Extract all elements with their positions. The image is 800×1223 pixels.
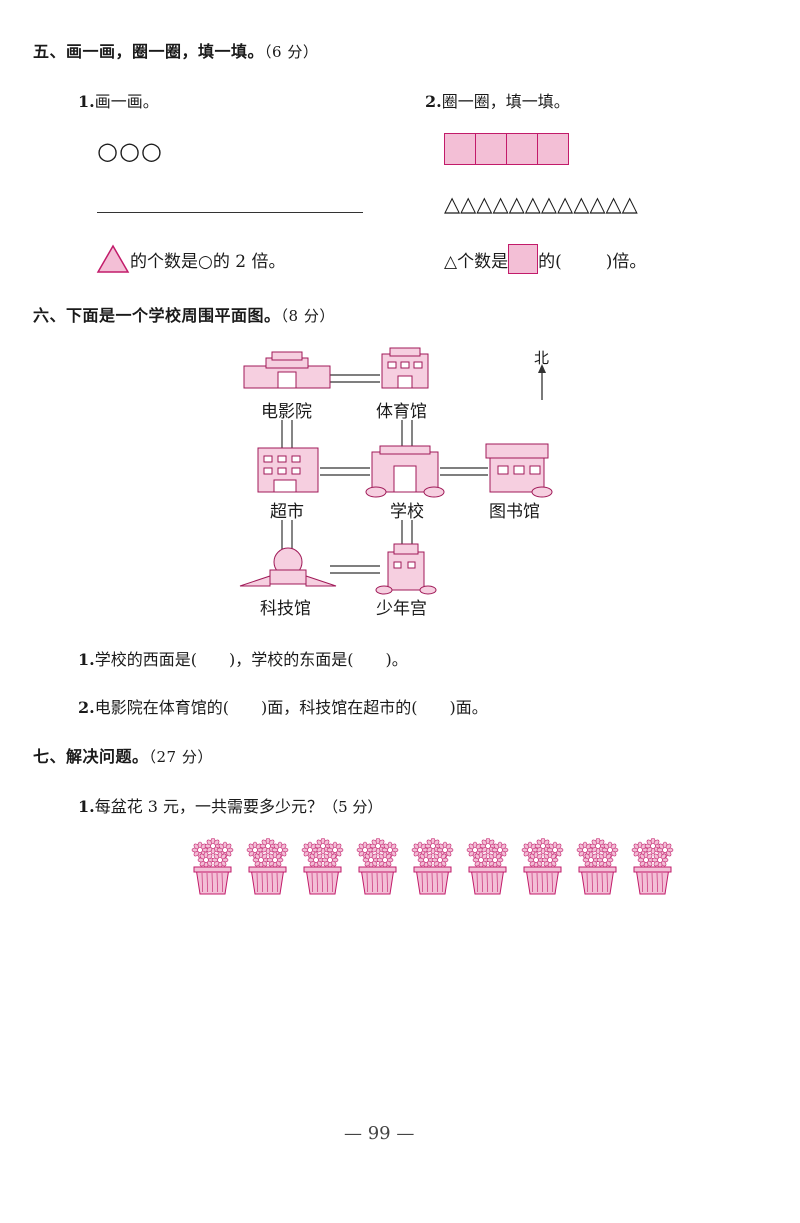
s7-q1: 1.每盆花 3 元，一共需要多少元？（5 分） <box>78 793 382 817</box>
section-6-heading: 六、下面是一个学校周围平面图。（8 分） <box>33 302 335 326</box>
triangle-row: △△△△△△△△△△△△ <box>444 192 638 216</box>
pink-square <box>444 133 475 165</box>
flower-pot-icon <box>521 838 564 895</box>
section-5-heading: 五、画一画，圈一圈，填一填。（6 分） <box>33 38 318 62</box>
s6-q1-mid: )，学校的东面是( <box>228 650 354 669</box>
flower-pot-icon <box>631 838 674 895</box>
section-5-score: （6 分） <box>264 43 319 61</box>
s6-q1: 1.学校的西面是( )，学校的东面是( )。 <box>78 646 408 670</box>
s6-q2-number: 2. <box>78 698 95 717</box>
s5-q1-prompt: 1.画一画。 <box>78 88 159 112</box>
flower-pot-icon <box>466 838 509 895</box>
section-6-title: 六、下面是一个学校周围平面图。 <box>33 306 281 325</box>
three-circles: ○○○ <box>97 137 163 165</box>
s5-q2-middle: 的( <box>538 251 562 272</box>
s5-q1-text: 画一画。 <box>94 92 159 111</box>
pink-square <box>537 133 569 165</box>
pink-squares-row <box>444 133 569 165</box>
s5-q1-tail-text: 的个数是○的 2 倍。 <box>130 251 286 272</box>
section-7-title: 七、解决问题。 <box>33 747 149 766</box>
flower-pot-icon <box>356 838 399 895</box>
s5-q2-tail: △个数是 的( )倍。 <box>444 244 646 274</box>
s5-q2-prefix: △个数是 <box>444 251 509 272</box>
label-youth-palace: 少年宫 <box>376 599 427 619</box>
s5-q2-prompt: 2.圈一圈，填一填。 <box>425 88 570 112</box>
s6-q1-number: 1. <box>78 650 95 669</box>
label-school: 学校 <box>390 502 424 522</box>
s5-q1-tail: 的个数是○的 2 倍。 <box>96 244 285 274</box>
s5-q2-number: 2. <box>425 92 442 111</box>
school-building-icon <box>365 445 445 498</box>
gym-icon <box>381 347 429 389</box>
pink-square <box>475 133 506 165</box>
pink-triangle-icon <box>96 244 130 273</box>
flower-pot-icon <box>301 838 344 895</box>
pink-square <box>506 133 537 165</box>
school-map <box>239 347 553 595</box>
s6-q2: 2.电影院在体育馆的( )面，科技馆在超市的( )面。 <box>78 694 488 718</box>
section-5-title: 五、画一画，圈一圈，填一填。 <box>33 42 265 61</box>
flower-pots-row <box>188 838 677 896</box>
youth-palace-icon <box>375 543 437 595</box>
s5-q2-suffix: )倍。 <box>605 251 647 272</box>
library-icon <box>485 443 553 498</box>
flower-pot-icon <box>191 838 234 895</box>
s6-q2-end: )面。 <box>449 698 488 717</box>
section-7-score: （27 分） <box>148 748 213 766</box>
s6-q1-end: )。 <box>385 650 408 669</box>
s6-q2-text: 电影院在体育馆的( <box>94 698 229 717</box>
section-7-heading: 七、解决问题。（27 分） <box>33 743 213 767</box>
s5-q1-number: 1. <box>78 92 95 111</box>
label-library: 图书馆 <box>489 502 540 522</box>
s6-q1-text: 学校的西面是( <box>94 650 197 669</box>
supermarket-icon <box>257 447 319 493</box>
drawing-answer-line[interactable] <box>97 212 363 213</box>
label-supermarket: 超市 <box>270 502 304 522</box>
label-gym: 体育馆 <box>376 402 427 422</box>
s6-q2-mid: )面，科技馆在超市的( <box>260 698 418 717</box>
flower-pot-icon <box>411 838 454 895</box>
s5-q2-text: 圈一圈，填一填。 <box>441 92 570 111</box>
section-6-score: （8 分） <box>280 307 335 325</box>
label-cinema: 电影院 <box>261 402 312 422</box>
flower-pot-icon <box>576 838 619 895</box>
cinema-icon <box>243 351 331 389</box>
science-museum-icon <box>239 547 337 587</box>
pink-answer-box[interactable] <box>508 244 539 274</box>
flower-pot-icon <box>246 838 289 895</box>
s7-q1-score: （5 分） <box>323 798 383 816</box>
page-number: — 99 — <box>344 1123 415 1144</box>
label-science-museum: 科技馆 <box>260 599 311 619</box>
label-north: 北 <box>534 349 550 367</box>
s7-q1-text: 每盆花 3 元，一共需要多少元？ <box>94 797 324 816</box>
s7-q1-number: 1. <box>78 797 95 816</box>
